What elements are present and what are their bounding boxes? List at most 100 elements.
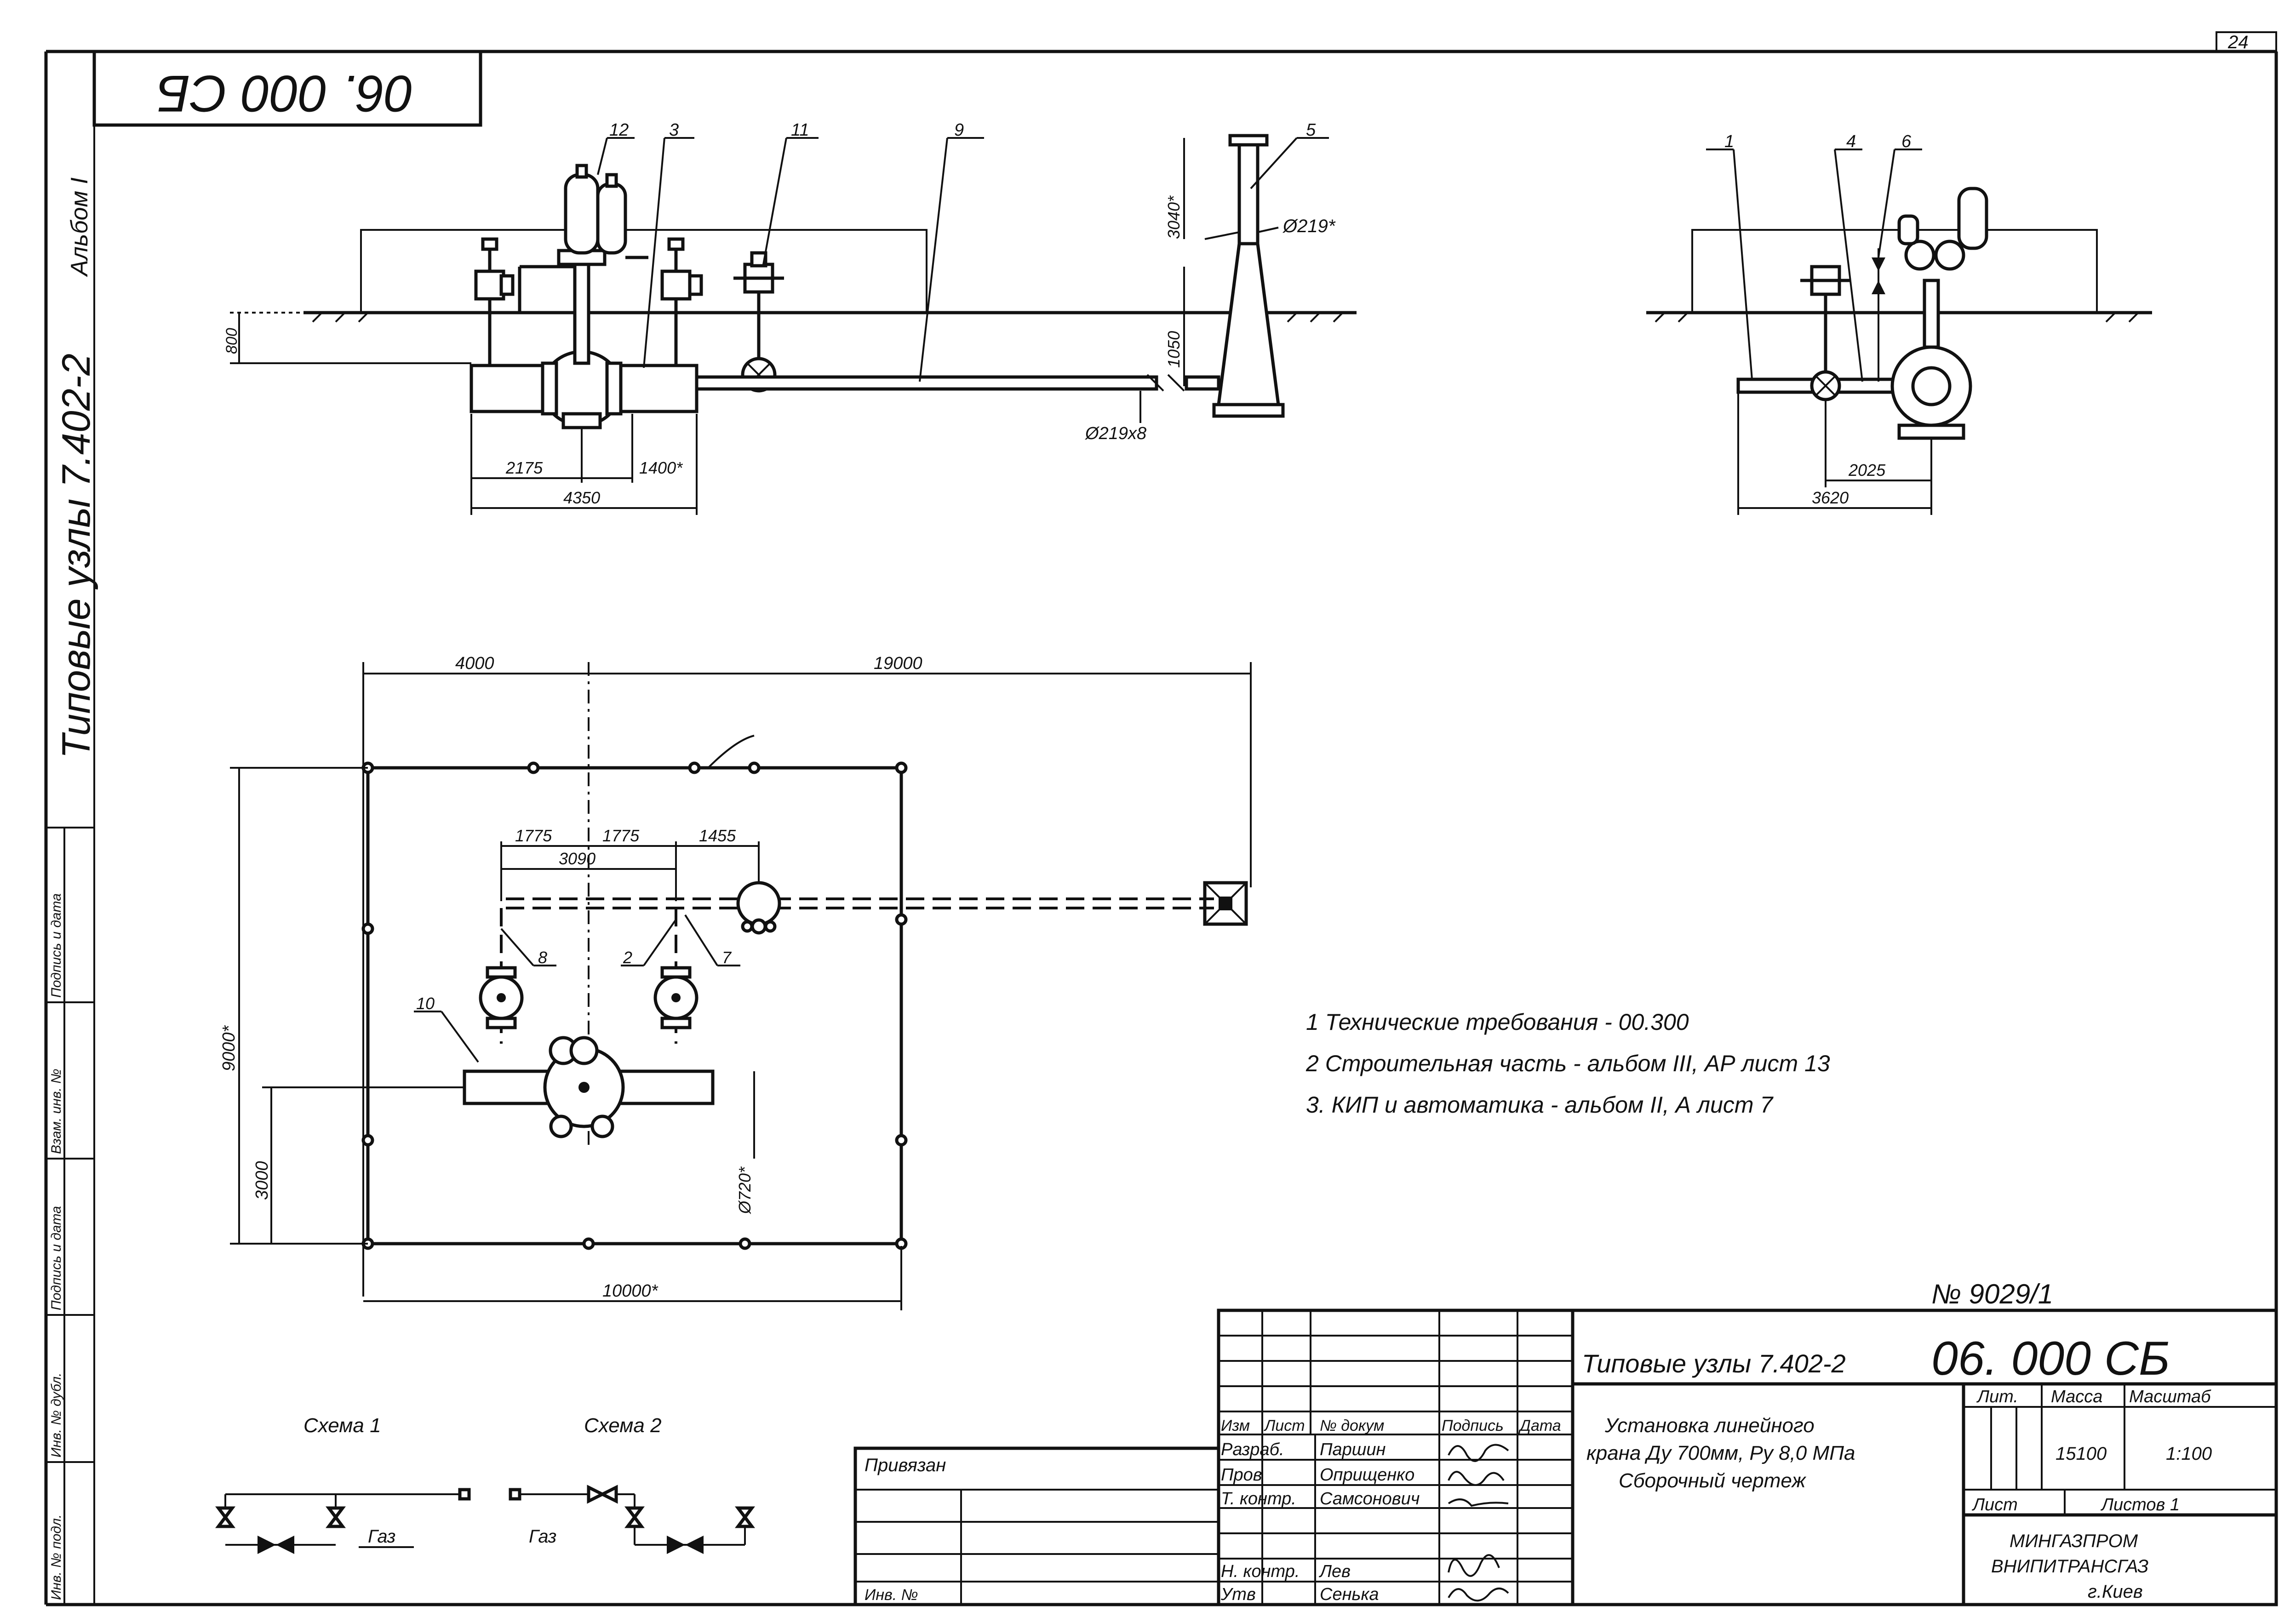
title-line-1: Установка линейного: [1604, 1414, 1815, 1437]
dim-d219x8: Ø219x8: [1084, 424, 1146, 443]
callout-5: 5: [1306, 120, 1316, 140]
scale-value: 1:100: [2166, 1444, 2212, 1464]
dim-plan-19000: 19000: [874, 654, 922, 673]
name-tkontr: Самсонович: [1320, 1489, 1420, 1508]
callout-10: 10: [416, 994, 435, 1013]
title-block: Привязан Инв. № Изм Лист № докум Подпись…: [853, 1308, 2278, 1606]
callout-12: 12: [609, 120, 629, 140]
callout-1: 1: [1724, 132, 1734, 151]
scale-label: Масштаб: [2129, 1387, 2211, 1406]
pneumatic-cylinder-left: [564, 173, 600, 255]
role-prov: Пров: [1221, 1465, 1262, 1485]
dim-1400: 1400*: [639, 458, 683, 477]
side-stamp-text-1: Подпись и дата: [49, 893, 64, 998]
col-list: Лист: [1264, 1417, 1305, 1434]
fence-posts: [361, 761, 908, 1250]
dim-800: 800: [223, 328, 240, 354]
scheme1-title: Схема 1: [303, 1414, 381, 1437]
dim-plan-1455: 1455: [699, 826, 736, 845]
sheet-number-box: [2216, 31, 2277, 52]
name-prov: Оприщенко: [1320, 1465, 1414, 1485]
side-stamp-text-4: Инв. № дубл.: [49, 1373, 64, 1458]
valve-stem: [573, 256, 590, 365]
side-stamp-text-0: Инв. № подл.: [49, 1514, 64, 1600]
sheet-label: Лист: [1971, 1495, 2018, 1514]
album-label: Альбом І: [66, 177, 93, 277]
callout-3: 3: [669, 120, 679, 140]
callout-11: 11: [791, 120, 809, 140]
elevation-callouts: 12 3 11 9 5: [597, 120, 1329, 382]
dim-4350: 4350: [563, 488, 600, 507]
signatures: [1448, 1444, 1509, 1602]
pneumatic-cylinder-right: [596, 182, 627, 255]
bypass-valve-left: [474, 237, 515, 366]
inv-label: Инв. №: [865, 1586, 918, 1604]
col-izm: Изм: [1221, 1417, 1250, 1434]
dim-plan-d720: Ø720*: [735, 1166, 754, 1214]
valve-foot: [561, 412, 602, 429]
mirrored-code-box: 06. 000 CБ: [92, 50, 482, 127]
mass-label: Масса: [2051, 1387, 2102, 1406]
org-line-2: ВНИПИТРАНСГАЗ: [1991, 1556, 2148, 1577]
org-line-3: г.Киев: [2088, 1582, 2143, 1602]
role-razrab: Разраб.: [1221, 1440, 1284, 1459]
side-stamp-text-2: Взам. инв. №: [49, 1068, 64, 1154]
mass-value: 15100: [2056, 1444, 2107, 1464]
plan-view: 4000 19000: [219, 654, 1252, 1310]
shelter-outline: [360, 229, 928, 314]
vent-valve-plan: [736, 881, 781, 926]
name-razrab: Паршин: [1320, 1440, 1386, 1459]
name-nkontr: Лев: [1318, 1562, 1351, 1581]
side-elevation-view: 1 4 6 2025 3620: [1646, 132, 2152, 515]
col-doc: № докум: [1320, 1417, 1384, 1434]
scheme2-title: Схема 2: [584, 1414, 662, 1437]
dim-plan-3000: 3000: [252, 1161, 272, 1200]
title-code: 06. 000 СБ: [1931, 1332, 2170, 1385]
name-utv: Сенька: [1320, 1585, 1379, 1604]
dim-plan-1775b: 1775: [602, 826, 640, 845]
scheme1-flow: Газ: [368, 1526, 395, 1547]
fence: [366, 766, 903, 1246]
vent-valve: [733, 251, 784, 393]
sheets-label: Листов 1: [2100, 1495, 2180, 1514]
dim-3620: 3620: [1812, 488, 1849, 507]
callout-7: 7: [722, 948, 732, 967]
privyazan-label: Привязан: [865, 1455, 946, 1475]
left-margin: Альбом І Типовые узлы 7.402-2 Подпись и …: [46, 177, 98, 1605]
dim-plan-10000: 10000*: [602, 1281, 658, 1301]
callout-9: 9: [954, 120, 964, 140]
scheme-1: Схема 1 Газ: [215, 1414, 471, 1554]
elevation-dimensions: 800 3040* 1050 Ø219* Ø219x8 2175 1400* 4…: [223, 138, 1336, 515]
vent-pipe: [695, 375, 1158, 391]
drawing-number: № 9029/1: [1931, 1279, 2053, 1309]
callout-6: 6: [1901, 132, 1912, 151]
vent-candle: [1212, 134, 1285, 418]
bypass-valve-right: [660, 237, 703, 366]
notes: 1 Технические требования - 00.300 2 Стро…: [1305, 1009, 2053, 1309]
side-stamp-text-3: Подпись и дата: [49, 1206, 64, 1310]
title-series: Типовые узлы 7.402-2: [1582, 1349, 1846, 1378]
role-nkontr: Н. контр.: [1221, 1562, 1300, 1581]
dim-3040: 3040*: [1164, 195, 1183, 239]
role-tkontr: Т. контр.: [1221, 1489, 1296, 1508]
dim-plan-1775a: 1775: [515, 826, 552, 845]
org-line-1: МИНГАЗПРОМ: [2010, 1531, 2138, 1551]
col-sign: Подпись: [1442, 1417, 1504, 1434]
dim-plan-4000: 4000: [455, 654, 494, 673]
dim-1050: 1050: [1164, 331, 1183, 368]
sheet-number: 24: [2227, 32, 2249, 52]
lit-label: Лит.: [1976, 1387, 2018, 1406]
scheme-2: Схема 2 Газ: [509, 1414, 755, 1554]
dim-d219: Ø219*: [1282, 216, 1336, 236]
series-label-vertical: Типовые узлы 7.402-2: [54, 354, 98, 759]
scheme2-flow: Газ: [529, 1526, 556, 1547]
callout-8: 8: [538, 948, 547, 967]
col-date: Дата: [1518, 1417, 1561, 1434]
front-elevation-view: 12 3 11 9 5 800 3040* 1050 Ø219* Ø219x8: [223, 120, 1357, 515]
note-1: 1 Технические требования - 00.300: [1306, 1009, 1689, 1035]
title-line-3: Сборочный чертеж: [1619, 1469, 1806, 1492]
note-2: 2 Строительная часть - альбом III, АР ли…: [1305, 1051, 1830, 1076]
dim-2175: 2175: [505, 458, 543, 477]
callout-4: 4: [1846, 132, 1856, 151]
